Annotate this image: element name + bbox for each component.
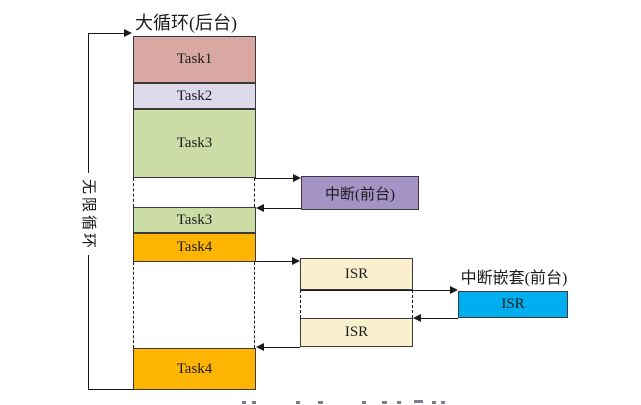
isr-gap-left-dashed-line: [300, 290, 301, 318]
task1-label: Task1: [176, 51, 213, 67]
task4-first-label: Task4: [176, 239, 213, 255]
loop-top-line: [88, 33, 125, 34]
nested-isr-label: ISR: [501, 296, 525, 312]
isr2-box: ISR: [300, 318, 413, 347]
isr1-out-line: [255, 261, 292, 262]
task3-box-second: Task3: [133, 207, 256, 233]
task2-label: Task2: [176, 87, 213, 104]
task3-second-label: Task3: [176, 211, 213, 228]
interrupt-label: 中断(前台): [325, 186, 395, 203]
gap2-left-dashed-line: [133, 262, 134, 348]
interrupt-box: 中断(前台): [301, 176, 419, 210]
loop-vertical-line-lower: [88, 255, 89, 389]
task2-box: Task2: [133, 83, 256, 109]
isr-gap-right-dashed-line: [412, 290, 413, 318]
isr1-box: ISR: [300, 258, 413, 290]
nested-isr-box: ISR: [458, 291, 568, 318]
loop-bottom-line: [88, 389, 134, 390]
nested-out-line: [300, 290, 450, 291]
task4-box-second: Task4: [133, 348, 256, 390]
nested-interrupt-title: 中断嵌套(前台): [460, 270, 568, 287]
infinite-loop-label: 无限循环: [80, 173, 96, 257]
loop-vertical-line-upper: [88, 33, 89, 175]
isr2-return-line: [264, 347, 300, 348]
nested-return-arrowhead-icon: [413, 314, 421, 322]
interrupt-return-line: [264, 208, 301, 209]
nested-return-line: [421, 318, 458, 319]
isr2-label: ISR: [344, 324, 369, 340]
task4-second-label: Task4: [176, 360, 213, 377]
task3-first-label: Task3: [176, 135, 213, 151]
isr1-label: ISR: [344, 265, 369, 282]
isr2-return-arrowhead-icon: [256, 343, 264, 351]
isr1-out-arrowhead-icon: [292, 257, 300, 265]
gap1-right-dashed-line: [254, 178, 255, 207]
gap1-left-dashed-line: [133, 178, 134, 207]
task1-box: Task1: [133, 36, 256, 83]
gap2-right-dashed-line: [254, 262, 255, 348]
interrupt-out-line: [255, 178, 293, 179]
task3-box-first: Task3: [133, 109, 256, 178]
background-loop-title: 大循环(后台): [135, 13, 237, 33]
interrupt-return-arrowhead-icon: [256, 204, 264, 212]
nested-out-arrowhead-icon: [450, 286, 458, 294]
loop-top-arrowhead-icon: [124, 29, 132, 37]
task4-box-first: Task4: [133, 233, 256, 262]
interrupt-out-arrowhead-icon: [293, 174, 301, 182]
